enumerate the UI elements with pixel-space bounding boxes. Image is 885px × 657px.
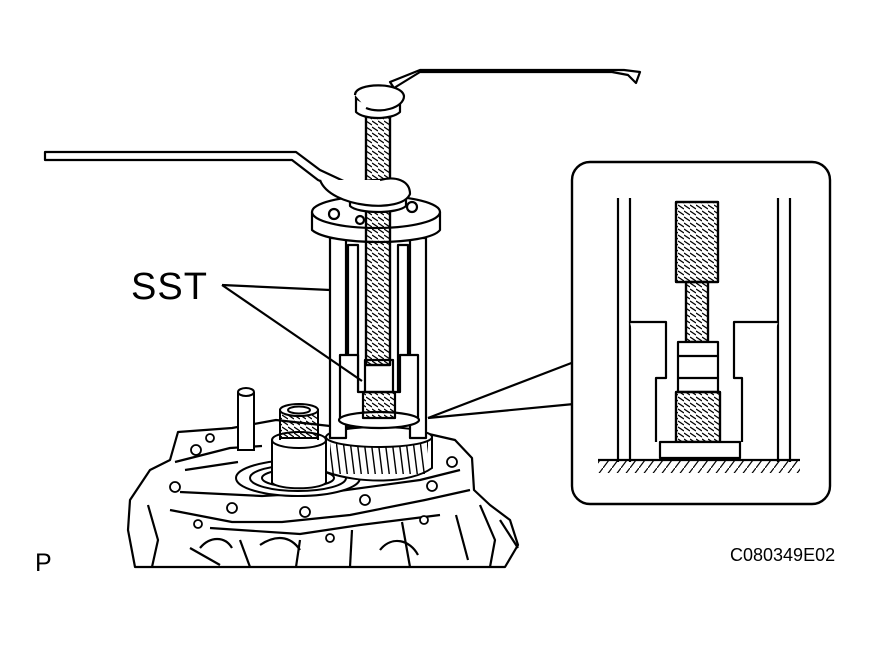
figure-code: C080349E02 xyxy=(730,545,836,565)
sst-label: SST xyxy=(131,266,208,308)
lower-wrench xyxy=(43,150,412,207)
gear xyxy=(325,426,433,482)
upper-wrench xyxy=(353,68,642,112)
view-label: P xyxy=(35,549,52,577)
input-shaft xyxy=(235,403,361,497)
dowel-pin xyxy=(237,387,255,451)
sst-leader-lines xyxy=(221,283,363,382)
detail-callout-pointer xyxy=(427,360,575,420)
detail-inset-contents xyxy=(598,198,800,473)
sst-puller xyxy=(310,86,442,440)
